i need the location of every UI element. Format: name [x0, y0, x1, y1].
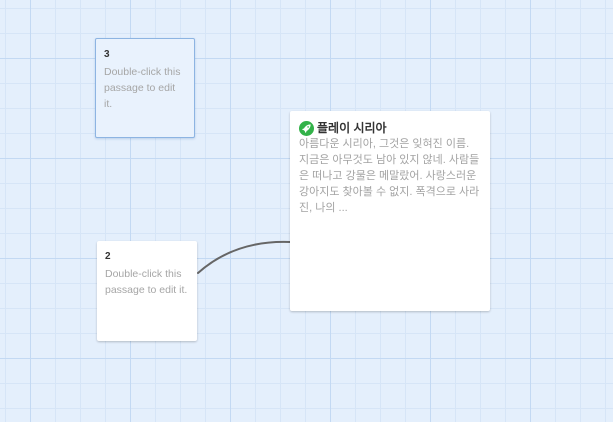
- passage-title-row: 플레이 시리아: [299, 120, 481, 136]
- passage-excerpt: Double-click this passage to edit it.: [104, 66, 181, 110]
- passage-title: 2: [105, 251, 111, 262]
- passage-card-2[interactable]: 2 Double-click this passage to edit it.: [97, 241, 197, 341]
- start-passage-title: 플레이 시리아: [317, 121, 387, 135]
- rocket-icon: [299, 120, 314, 136]
- passage-excerpt: Double-click this passage to edit it.: [105, 268, 188, 296]
- passage-excerpt: 아름다운 시리아, 그것은 잊혀진 이름. 지금은 아무것도 남아 있지 않네.…: [299, 138, 480, 214]
- passage-card-3[interactable]: 3 Double-click this passage to edit it.: [95, 38, 195, 138]
- passage-title: 3: [104, 49, 110, 60]
- passage-card-start[interactable]: 플레이 시리아 아름다운 시리아, 그것은 잊혀진 이름. 지금은 아무것도 남…: [290, 111, 490, 311]
